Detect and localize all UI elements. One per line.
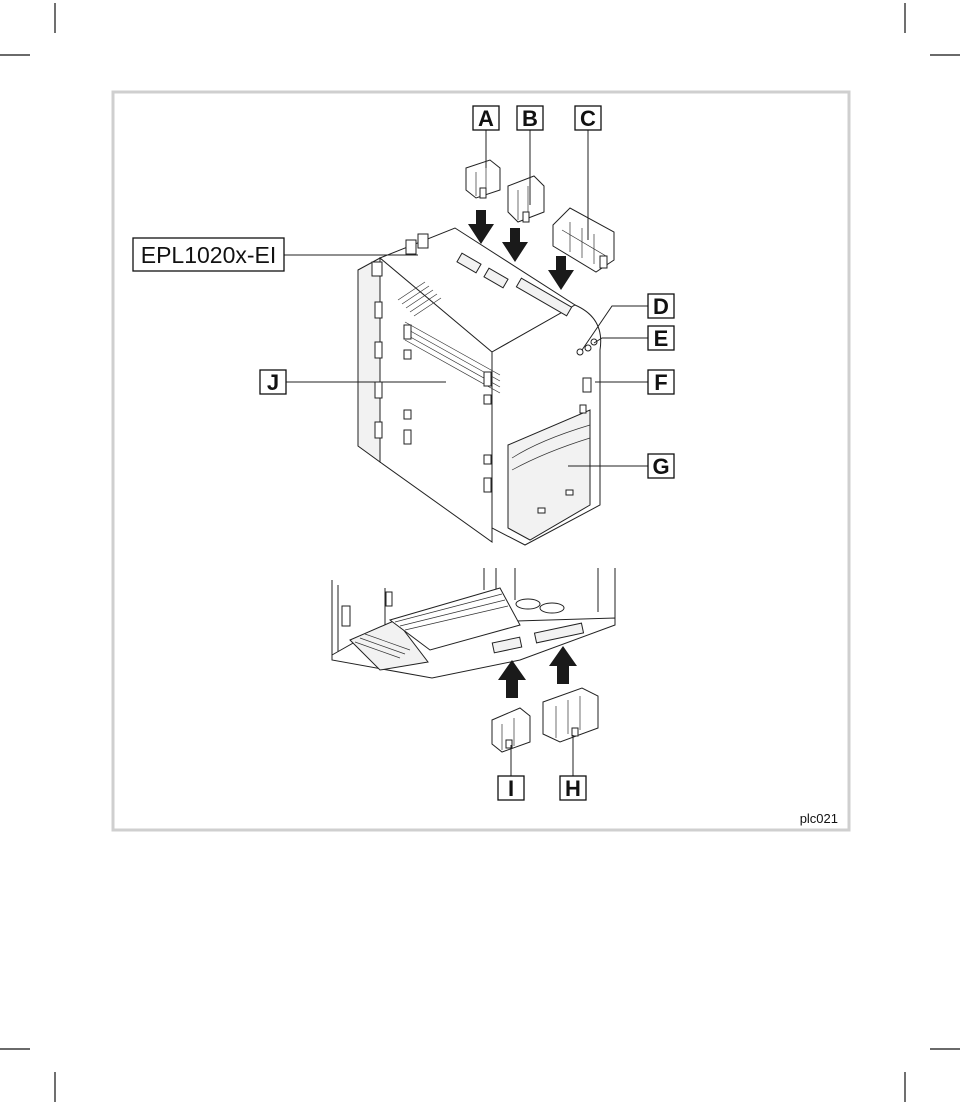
svg-text:A: A [478,106,494,131]
terminal-plug-i [491,707,531,753]
svg-text:E: E [654,326,669,351]
callout-j: J [259,369,287,395]
callout-d: D [647,293,675,319]
callout-h: H [559,775,587,801]
leader-lines [284,130,648,776]
terminal-plug-a [465,159,501,199]
terminal-plug-h [542,687,599,743]
svg-text:G: G [652,454,669,479]
svg-text:B: B [522,106,538,131]
callout-f: F [647,369,675,395]
model-label: EPL1020x-EI [132,237,285,272]
svg-text:C: C [580,106,596,131]
callout-c: C [574,105,602,131]
crop-marks [0,3,960,1102]
callout-i: I [497,775,525,801]
callout-g: G [647,453,675,479]
terminal-plug-c [552,207,615,273]
callout-e: E [647,325,675,351]
figure-id: plc021 [800,811,838,826]
callout-b: B [516,105,544,131]
callout-a: A [472,105,500,131]
svg-text:I: I [508,776,514,801]
svg-text:D: D [653,294,669,319]
svg-text:F: F [654,370,667,395]
terminal-plug-b [507,175,545,223]
device-bottom-view [331,568,616,679]
device-module [357,227,602,546]
figure-frame [111,90,851,832]
svg-text:H: H [565,776,581,801]
svg-text:J: J [267,370,279,395]
insert-arrows-top [468,210,574,290]
insert-arrows-bottom [498,646,577,698]
svg-text:EPL1020x-EI: EPL1020x-EI [141,242,277,268]
